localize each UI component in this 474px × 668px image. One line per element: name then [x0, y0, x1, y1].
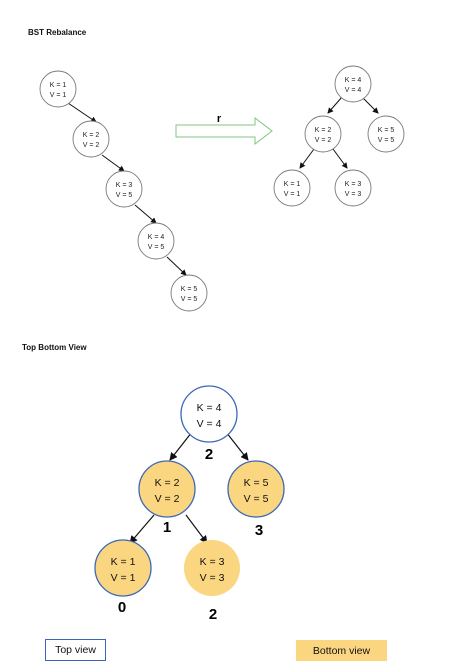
edge	[185, 514, 208, 544]
top-view-legend: Top view	[45, 639, 106, 661]
level-number: 3	[255, 522, 263, 539]
tree-node: K = 2 V = 2	[304, 115, 342, 153]
after-tree: K = 4 V = 4 K = 2 V = 2 K = 5 V = 5 K = …	[273, 65, 405, 207]
bottom-view-legend: Bottom view	[296, 640, 387, 661]
node-value: V = 3	[200, 572, 225, 584]
before-tree: K = 1 V = 1 K = 2 V = 2 K = 3 V = 5 K = …	[39, 70, 208, 312]
node-key: K = 3	[200, 556, 225, 568]
node-key: K = 2	[155, 477, 180, 489]
node-value: V = 2	[155, 493, 180, 505]
node-key: K = 2	[83, 132, 100, 139]
bst-rebalance-title: BST Rebalance	[28, 28, 87, 37]
arrow-label: r	[217, 113, 222, 125]
edge	[332, 148, 348, 169]
level-number: 1	[163, 519, 171, 536]
node-key: K = 3	[345, 181, 362, 188]
tree-node: K = 4 V = 4	[334, 65, 372, 103]
edge	[299, 148, 315, 169]
view-node-root: K = 4 V = 4 2	[180, 385, 238, 463]
node-key: K = 4	[148, 234, 165, 241]
view-node-left-left: K = 1 V = 1 0	[94, 539, 152, 616]
edge	[166, 256, 187, 276]
tree-node: K = 1 V = 1	[273, 169, 311, 207]
edge	[169, 431, 193, 461]
node-key: K = 4	[197, 402, 222, 414]
node-value: V = 1	[111, 572, 136, 584]
edge	[129, 514, 155, 544]
level-number: 2	[209, 606, 217, 623]
edge	[134, 204, 157, 224]
tree-node: K = 4 V = 5	[137, 222, 175, 260]
tree-node: K = 5 V = 5	[367, 115, 405, 153]
level-number: 2	[205, 446, 213, 463]
edge	[101, 154, 125, 172]
view-tree: K = 4 V = 4 2 K = 2 V = 2 1 K = 5 V = 5 …	[94, 385, 285, 623]
tree-node: K = 5 V = 5	[170, 274, 208, 312]
node-value: V = 1	[50, 92, 67, 99]
arrow-right-icon	[175, 116, 273, 146]
edge	[67, 102, 97, 123]
node-value: V = 3	[345, 191, 362, 198]
node-key: K = 5	[181, 286, 198, 293]
node-key: K = 1	[50, 82, 67, 89]
node-key: K = 3	[116, 182, 133, 189]
node-value: V = 5	[181, 296, 198, 303]
edge	[225, 431, 249, 461]
node-key: K = 1	[111, 556, 136, 568]
bottom-view-label: Bottom view	[312, 644, 371, 657]
node-key: K = 4	[345, 77, 362, 84]
tree-node: K = 2 V = 2	[72, 120, 110, 158]
edge	[361, 96, 379, 114]
node-value: V = 4	[197, 418, 222, 430]
tree-node: K = 3 V = 5	[105, 170, 143, 208]
node-value: V = 2	[83, 142, 100, 149]
tree-node: K = 1 V = 1	[39, 70, 77, 108]
tree-node: K = 3 V = 3	[334, 169, 372, 207]
node-key: K = 2	[315, 127, 332, 134]
node-value: V = 5	[378, 137, 395, 144]
view-node-left-right: K = 3 V = 3 2	[184, 540, 240, 623]
view-node-right: K = 5 V = 5 3	[227, 460, 285, 539]
node-key: K = 1	[284, 181, 301, 188]
view-node-left: K = 2 V = 2 1	[138, 460, 196, 536]
level-number: 0	[118, 599, 126, 616]
edge	[327, 96, 343, 114]
node-value: V = 5	[116, 192, 133, 199]
node-value: V = 4	[345, 87, 362, 94]
node-value: V = 5	[148, 244, 165, 251]
node-value: V = 2	[315, 137, 332, 144]
top-bottom-view-title: Top Bottom View	[22, 343, 87, 352]
node-key: K = 5	[244, 477, 269, 489]
node-value: V = 5	[244, 493, 269, 505]
node-value: V = 1	[284, 191, 301, 198]
top-view-label: Top view	[55, 644, 96, 656]
node-key: K = 5	[378, 127, 395, 134]
rotate-arrow: r	[175, 113, 273, 146]
